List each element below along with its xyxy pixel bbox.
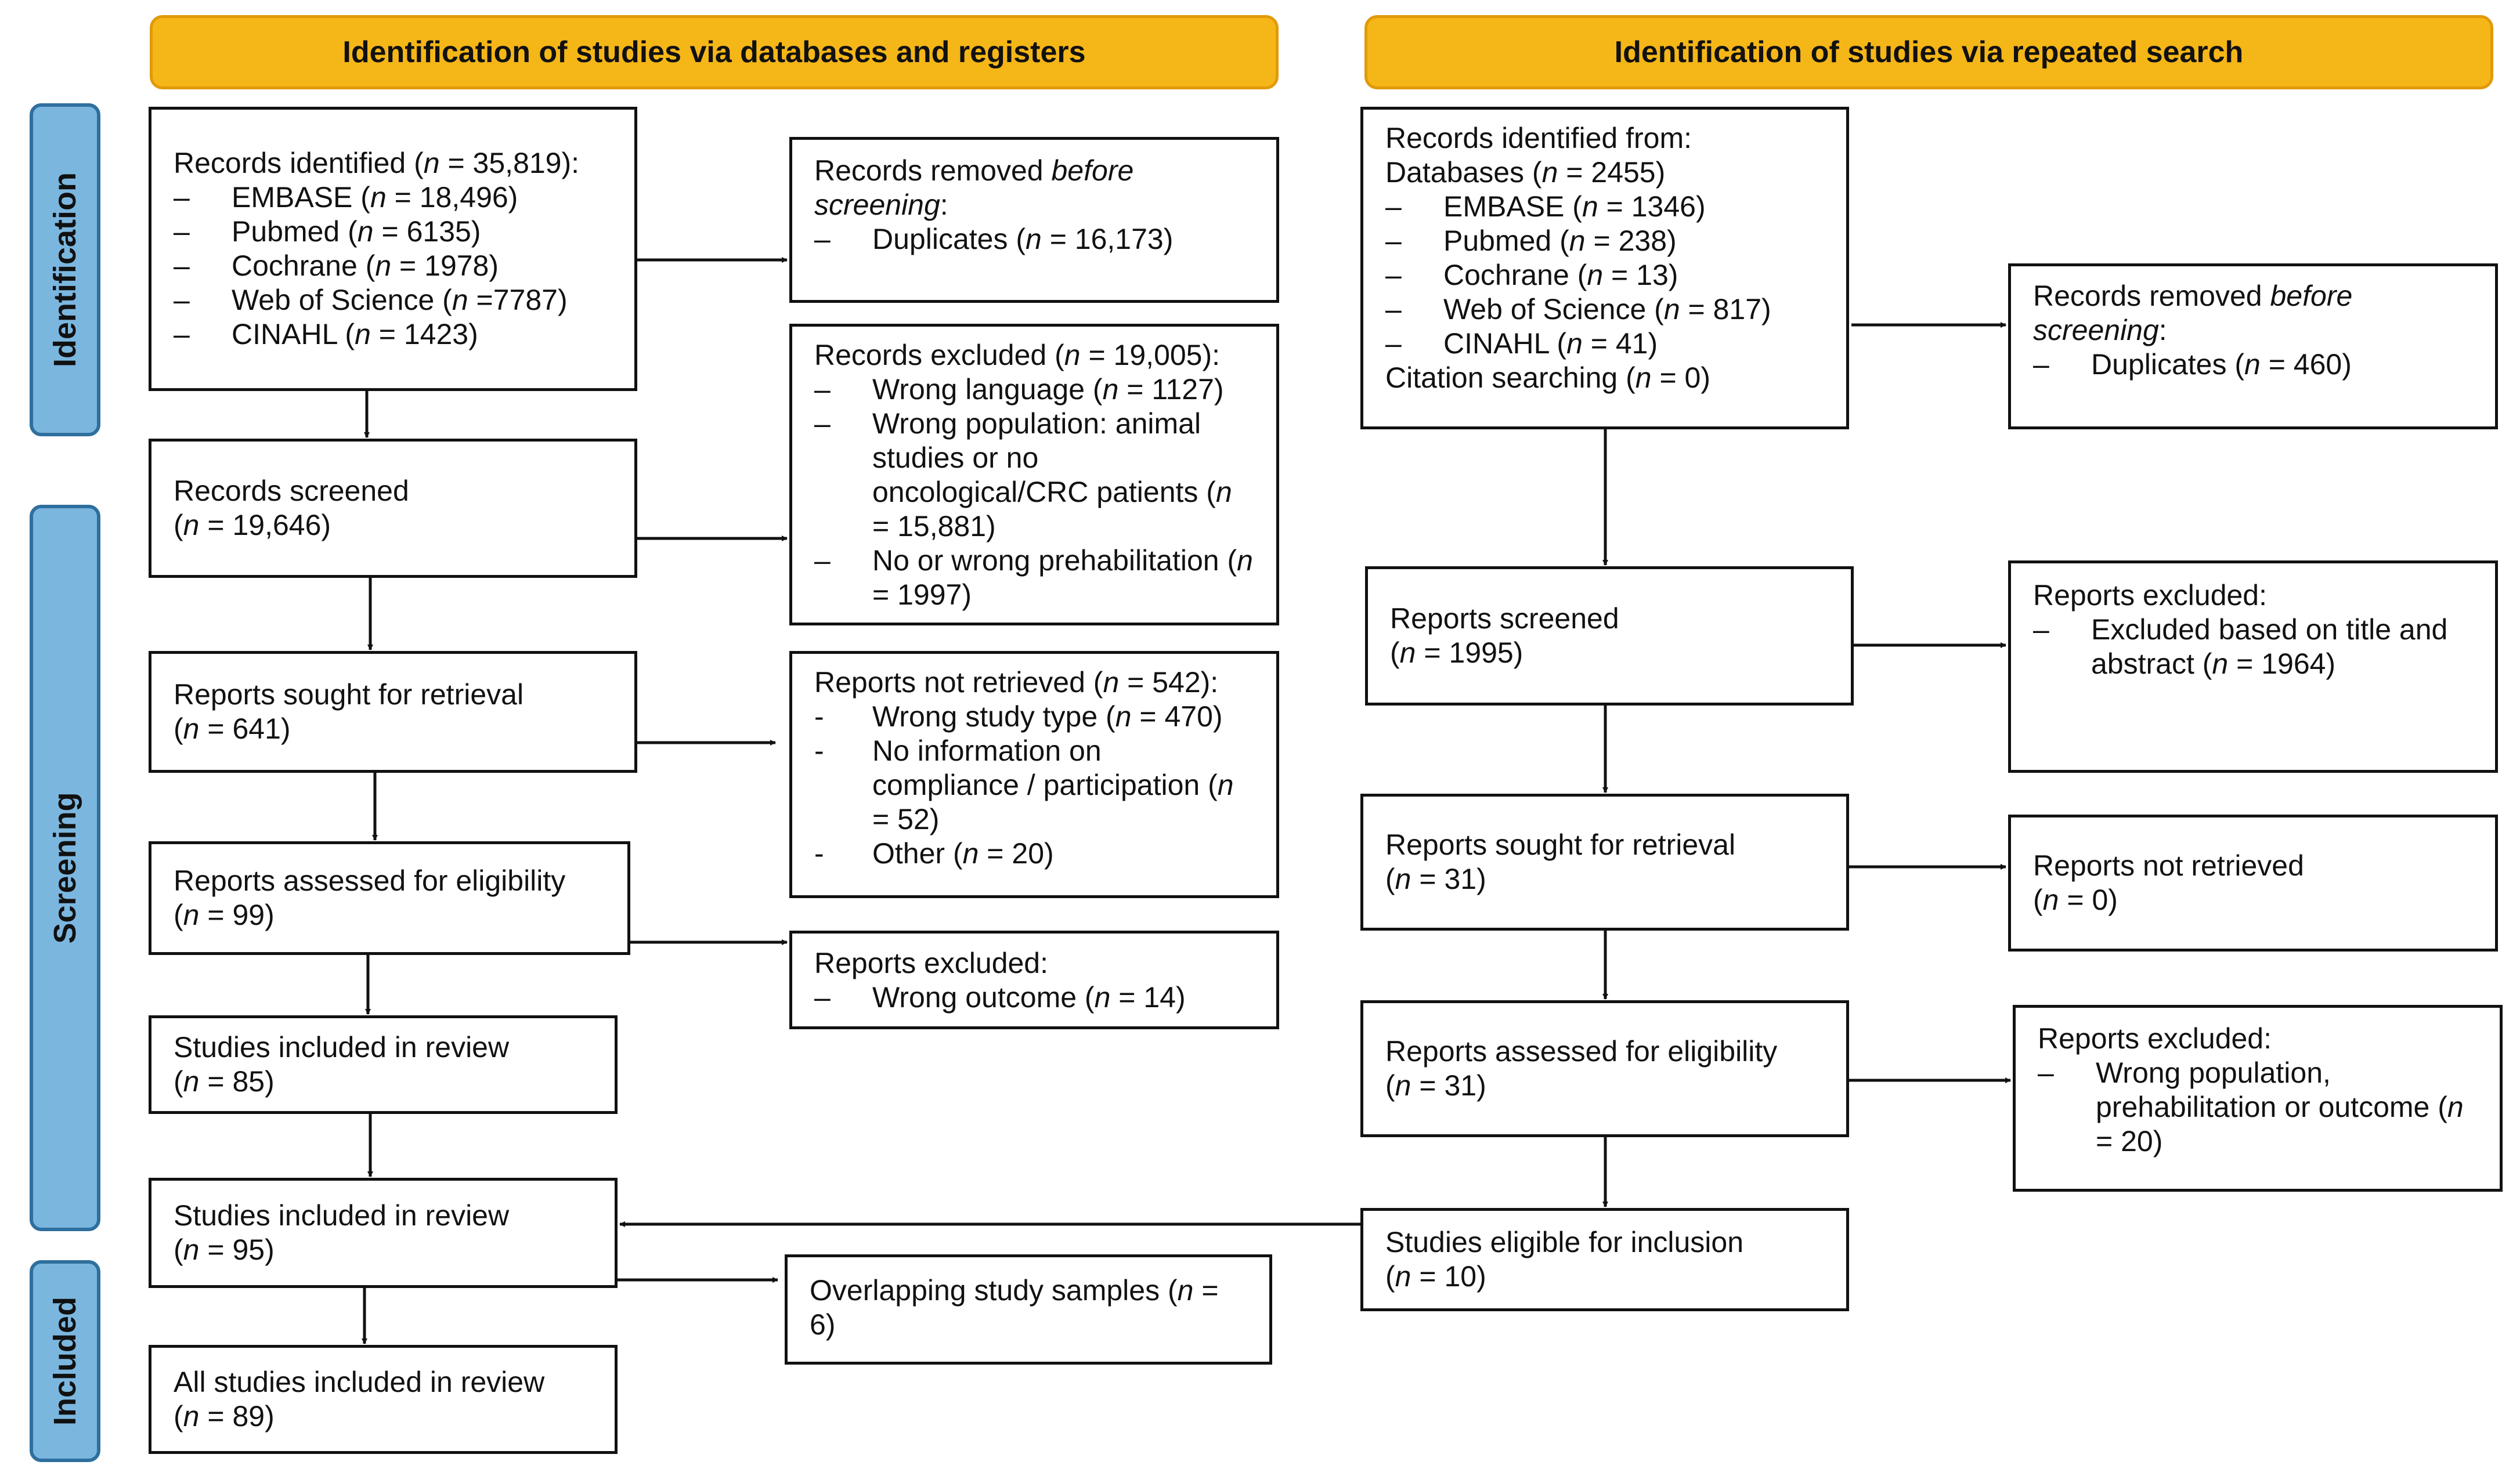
left-reports-sought-n: (n = 641) xyxy=(174,712,291,745)
left-not-retrieved-compliance: No information on compliance / participa… xyxy=(814,734,1254,837)
right-reports-assessed-box: Reports assessed for eligibility (n = 31… xyxy=(1360,1000,1849,1137)
right-reports-sought-label: Reports sought for retrieval xyxy=(1385,829,1736,861)
left-studies-included-2-label: Studies included in review xyxy=(174,1199,510,1232)
left-not-retrieved-study-type: Wrong study type (n = 470) xyxy=(814,700,1254,734)
stage-screening: Screening xyxy=(30,505,100,1231)
left-removed-title: Records removed before screening: xyxy=(814,154,1134,221)
left-all-included-n: (n = 89) xyxy=(174,1400,275,1432)
right-eligible-label: Studies eligible for inclusion xyxy=(1385,1226,1744,1258)
left-reports-assessed-n: (n = 99) xyxy=(174,899,275,931)
left-source-embase: EMBASE (n = 18,496) xyxy=(174,180,612,215)
left-records-screened-label: Records screened xyxy=(174,475,409,507)
left-source-cochrane: Cochrane (n = 1978) xyxy=(174,249,612,283)
right-source-embase: EMBASE (n = 1346) xyxy=(1385,190,1824,224)
right-reports-sought-n: (n = 31) xyxy=(1385,863,1486,895)
left-reports-sought-label: Reports sought for retrieval xyxy=(174,678,524,711)
right-source-cinahl: CINAHL (n = 41) xyxy=(1385,327,1824,361)
right-reports-excluded-1-title: Reports excluded: xyxy=(2033,579,2268,612)
left-records-screened-box: Records screened (n = 19,646) xyxy=(149,439,637,578)
right-reports-sought-box: Reports sought for retrieval (n = 31) xyxy=(1360,794,1849,931)
right-reports-excluded-1-box: Reports excluded: Excluded based on titl… xyxy=(2008,560,2498,773)
left-studies-included-2-n: (n = 95) xyxy=(174,1233,275,1266)
left-source-wos: Web of Science (n =7787) xyxy=(174,283,612,317)
right-removed-box: Records removed before screening: Duplic… xyxy=(2008,263,2498,429)
right-source-wos: Web of Science (n = 817) xyxy=(1385,292,1824,327)
left-overlapping-text: Overlapping study samples (n = 6) xyxy=(810,1274,1219,1341)
right-source-cochrane: Cochrane (n = 13) xyxy=(1385,258,1824,292)
left-studies-included-2-box: Studies included in review (n = 95) xyxy=(149,1178,618,1288)
left-records-identified-box: Records identified (n = 35,819): EMBASE … xyxy=(149,107,637,391)
left-reports-assessed-box: Reports assessed for eligibility (n = 99… xyxy=(149,841,630,955)
left-not-retrieved-other: Other (n = 20) xyxy=(814,837,1254,871)
right-removed-duplicates: Duplicates (n = 460) xyxy=(2033,348,2473,382)
left-not-retrieved-title: Reports not retrieved (n = 542): xyxy=(814,666,1219,699)
left-studies-included-1-n: (n = 85) xyxy=(174,1065,275,1098)
right-reports-excluded-2-box: Reports excluded: Wrong population, preh… xyxy=(2013,1005,2503,1192)
header-right: Identification of studies via repeated s… xyxy=(1364,15,2493,89)
right-citation-line: Citation searching (n = 0) xyxy=(1385,361,1711,394)
left-removed-box: Records removed before screening: Duplic… xyxy=(789,137,1279,303)
right-eligible-n: (n = 10) xyxy=(1385,1260,1486,1293)
left-source-cinahl: CINAHL (n = 1423) xyxy=(174,317,612,352)
left-records-screened-n: (n = 19,646) xyxy=(174,509,331,541)
left-excluded-prehabilitation: No or wrong prehabilitation (n = 1997) xyxy=(814,544,1254,612)
left-reports-excluded-title: Reports excluded: xyxy=(814,947,1049,979)
left-overlapping-box: Overlapping study samples (n = 6) xyxy=(785,1254,1272,1365)
right-removed-title: Records removed before screening: xyxy=(2033,280,2353,346)
stage-identification: Identification xyxy=(30,103,100,436)
right-records-identified-title: Records identified from: xyxy=(1385,122,1692,154)
right-reports-screened-n: (n = 1995) xyxy=(1390,636,1523,669)
right-records-identified-box: Records identified from: Databases (n = … xyxy=(1360,107,1849,429)
left-reports-excluded-outcome: Wrong outcome (n = 14) xyxy=(814,981,1254,1015)
stage-included: Included xyxy=(30,1260,100,1462)
right-not-retrieved-n: (n = 0) xyxy=(2033,884,2118,916)
header-left-text: Identification of studies via databases … xyxy=(342,35,1086,69)
right-reports-excluded-2-title: Reports excluded: xyxy=(2038,1022,2272,1055)
left-records-identified-title: Records identified (n = 35,819): xyxy=(174,147,580,179)
left-studies-included-1-label: Studies included in review xyxy=(174,1031,510,1063)
header-left: Identification of studies via databases … xyxy=(150,15,1279,89)
left-all-included-label: All studies included in review xyxy=(174,1366,545,1398)
left-reports-sought-box: Reports sought for retrieval (n = 641) xyxy=(149,651,637,773)
right-source-pubmed: Pubmed (n = 238) xyxy=(1385,224,1824,258)
left-excluded-population: Wrong population: animal studies or no o… xyxy=(814,407,1254,544)
left-records-excluded-title: Records excluded (n = 19,005): xyxy=(814,339,1221,371)
right-databases-line: Databases (n = 2455) xyxy=(1385,156,1666,189)
left-reports-not-retrieved-box: Reports not retrieved (n = 542): Wrong s… xyxy=(789,651,1279,898)
right-excluded-population-outcome: Wrong population, prehabilitation or out… xyxy=(2038,1056,2478,1159)
left-source-pubmed: Pubmed (n = 6135) xyxy=(174,215,612,249)
right-not-retrieved-label: Reports not retrieved xyxy=(2033,849,2304,882)
left-reports-assessed-label: Reports assessed for eligibility xyxy=(174,864,566,897)
left-reports-excluded-box: Reports excluded: Wrong outcome (n = 14) xyxy=(789,931,1279,1029)
right-reports-assessed-label: Reports assessed for eligibility xyxy=(1385,1035,1778,1068)
right-reports-screened-box: Reports screened (n = 1995) xyxy=(1365,566,1854,706)
right-excluded-title-abstract: Excluded based on title and abstract (n … xyxy=(2033,613,2473,681)
right-reports-screened-label: Reports screened xyxy=(1390,602,1619,635)
right-eligible-box: Studies eligible for inclusion (n = 10) xyxy=(1360,1208,1849,1311)
right-reports-not-retrieved-box: Reports not retrieved (n = 0) xyxy=(2008,815,2498,952)
left-studies-included-1-box: Studies included in review (n = 85) xyxy=(149,1015,618,1114)
left-excluded-language: Wrong language (n = 1127) xyxy=(814,372,1254,407)
header-right-text: Identification of studies via repeated s… xyxy=(1614,35,2244,69)
right-reports-assessed-n: (n = 31) xyxy=(1385,1069,1486,1102)
left-all-included-box: All studies included in review (n = 89) xyxy=(149,1345,618,1454)
left-records-excluded-box: Records excluded (n = 19,005): Wrong lan… xyxy=(789,324,1279,625)
left-removed-duplicates: Duplicates (n = 16,173) xyxy=(814,222,1254,256)
